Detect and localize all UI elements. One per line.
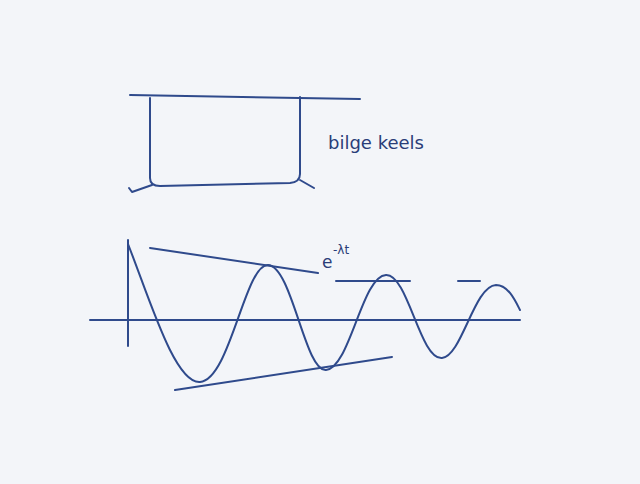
upper-envelope (150, 248, 318, 273)
formula-exponent: -λt (333, 244, 349, 256)
time-axis (90, 319, 520, 321)
part-label: bilge keels (328, 134, 424, 152)
formula-base: e (322, 254, 332, 271)
deck-line (130, 95, 360, 99)
decay-curve (128, 244, 520, 382)
upper-envelope (458, 280, 480, 282)
hull-section (150, 97, 300, 186)
lower-envelope (175, 357, 392, 390)
vertical-axis (127, 240, 129, 346)
bilge-keel (300, 180, 314, 188)
upper-envelope (336, 280, 410, 282)
bilge-keel (129, 185, 152, 192)
